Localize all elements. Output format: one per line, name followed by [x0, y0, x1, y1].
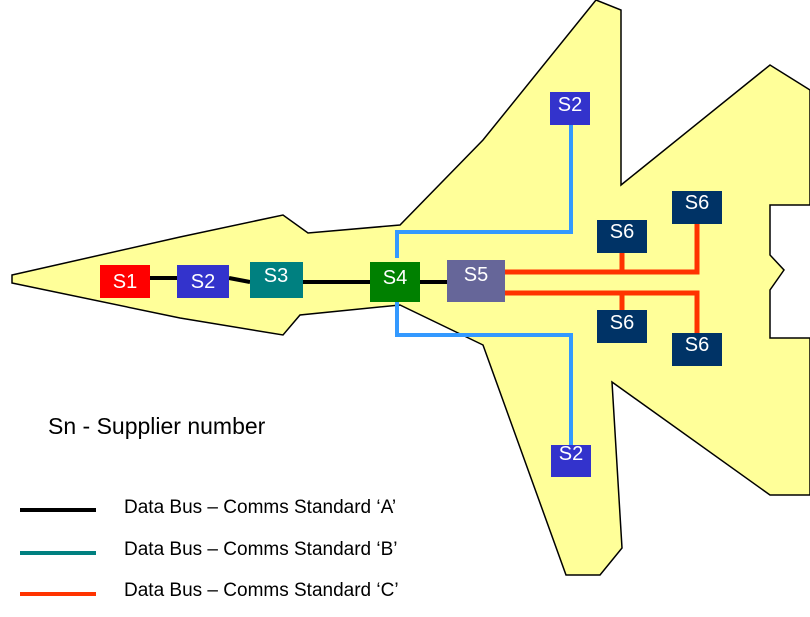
bus-line-a-s2-s3	[228, 276, 251, 284]
supplier-label: S1	[113, 271, 137, 293]
legend-line-b	[20, 551, 96, 555]
supplier-label: S2	[559, 443, 583, 465]
bus-line-c-upper	[505, 222, 700, 275]
supplier-label: S2	[558, 94, 582, 116]
supplier-box-s2-bottom: S2	[551, 443, 591, 477]
legend-label-b: Data Bus – Comms Standard ‘B’	[124, 539, 398, 560]
supplier-box-s5: S5	[447, 260, 505, 302]
supplier-label: S2	[191, 271, 215, 293]
legend-label-a: Data Bus – Comms Standard ‘A’	[124, 497, 397, 518]
supplier-label: S6	[610, 312, 634, 334]
supplier-box-s6-upper-inner: S6	[597, 220, 647, 253]
supplier-box-s6-lower-inner: S6	[597, 310, 647, 343]
supplier-label: S6	[685, 192, 709, 214]
supplier-label: S3	[264, 265, 288, 287]
supplier-box-s6-lower-outer: S6	[672, 333, 722, 366]
supplier-label: S4	[383, 267, 407, 289]
supplier-label: S5	[464, 264, 488, 286]
supplier-box-s2-top: S2	[550, 92, 590, 125]
supplier-box-s4: S4	[370, 262, 420, 302]
supplier-label: S6	[610, 221, 634, 243]
supplier-box-s6-upper-outer: S6	[672, 191, 722, 224]
bus-line-blue-lower	[395, 302, 573, 445]
bus-line-blue-upper	[395, 125, 573, 258]
supplier-box-s1: S1	[100, 265, 150, 298]
supplier-box-s3: S3	[250, 262, 303, 298]
supplier-box-s2-nose: S2	[177, 265, 229, 298]
legend-line-a	[20, 508, 96, 512]
legend-caption: Sn - Supplier number	[48, 413, 266, 439]
legend-line-c	[20, 592, 96, 596]
supplier-label: S6	[685, 334, 709, 356]
legend-label-c: Data Bus – Comms Standard ‘C’	[124, 580, 399, 601]
bus-line-c-lower	[505, 290, 700, 335]
